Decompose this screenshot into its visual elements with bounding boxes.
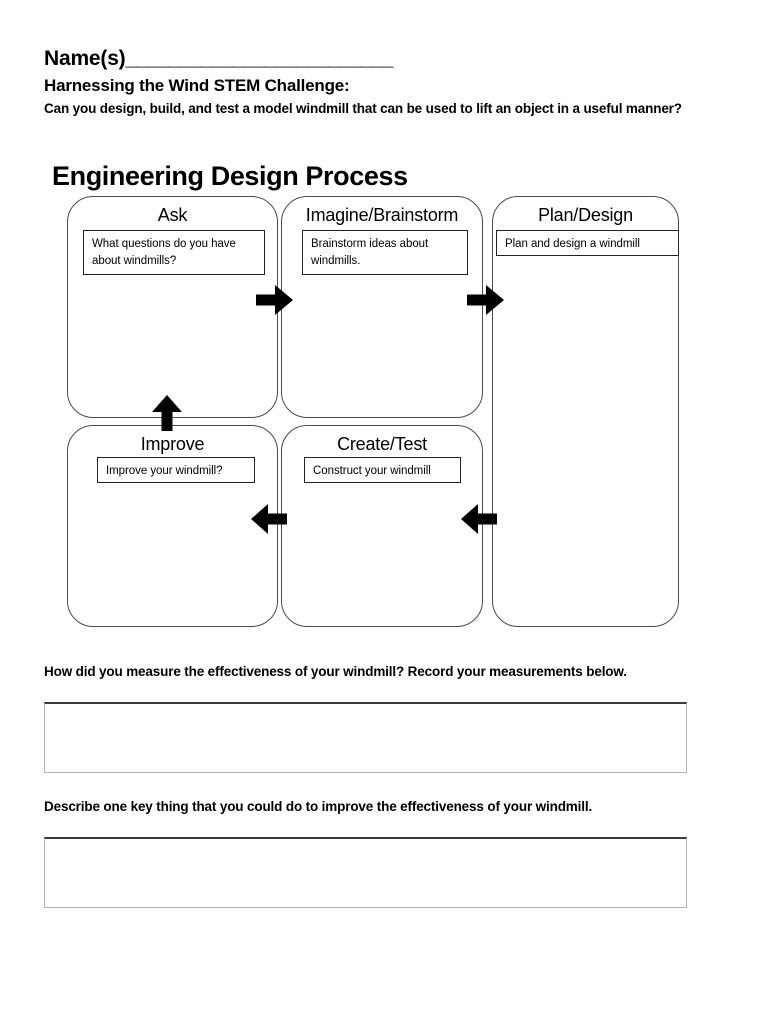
name-label: Name(s) (44, 47, 126, 70)
question-label-measure-effectiveness: How did you measure the effectiveness of… (44, 664, 627, 679)
stage-label-improve: Improve (140, 434, 205, 454)
stage-label-create-test: Create/Test (337, 434, 427, 454)
worksheet-header: Name(s)_________________________ Harness… (44, 46, 734, 118)
diagram-title: Engineering Design Process (52, 161, 408, 191)
answer-field-improve-effectiveness[interactable] (44, 837, 687, 908)
stage-note-improve: Improve your windmill? (97, 457, 255, 483)
name-line: Name(s)_________________________ (44, 46, 734, 72)
challenge-prompt: Can you design, build, and test a model … (44, 101, 682, 116)
stage-label-plan-design: Plan/Design (538, 205, 633, 225)
arrow-left-icon (460, 502, 498, 536)
stage-label-imagine-brainstorm: Imagine/Brainstorm (305, 205, 459, 225)
stage-note-imagine-brainstorm: Brainstorm ideas about windmills. (302, 230, 468, 275)
stage-box-plan-design: Plan/Design Plan and design a windmill (492, 196, 679, 627)
arrow-up-icon (150, 394, 184, 432)
stage-box-ask: Ask What questions do you have about win… (67, 196, 278, 418)
stage-box-imagine-brainstorm: Imagine/Brainstorm Brainstorm ideas abou… (281, 196, 483, 418)
arrow-left-icon (250, 502, 288, 536)
stage-note-ask: What questions do you have about windmil… (83, 230, 265, 275)
stage-box-create-test: Create/Test Construct your windmill (281, 425, 483, 627)
stage-note-create-test: Construct your windmill (304, 457, 461, 483)
stage-box-improve: Improve Improve your windmill? (67, 425, 278, 627)
challenge-title: Harnessing the Wind STEM Challenge: (44, 76, 350, 95)
name-blank-line: _________________________ (125, 47, 393, 70)
arrow-right-icon (467, 283, 505, 317)
stage-label-ask: Ask (157, 205, 188, 225)
stage-note-plan-design: Plan and design a windmill (496, 230, 679, 256)
arrow-right-icon (256, 283, 294, 317)
question-label-improve-effectiveness: Describe one key thing that you could do… (44, 799, 593, 814)
answer-field-measure-effectiveness[interactable] (44, 702, 687, 773)
